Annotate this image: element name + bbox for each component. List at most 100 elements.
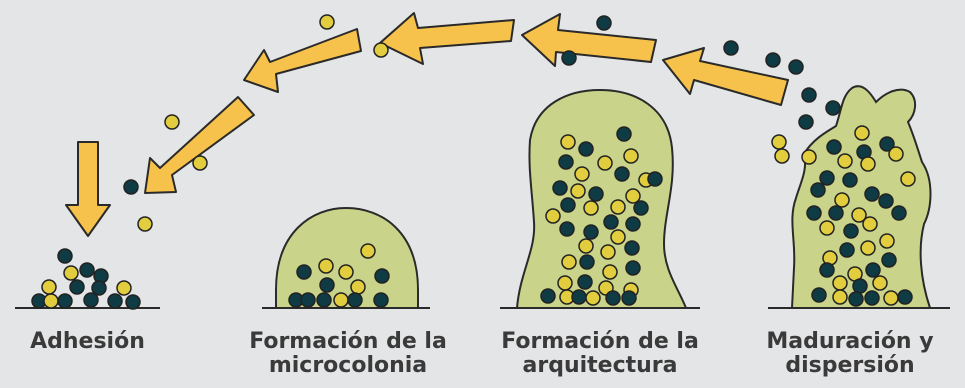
- bacterium-dark: [579, 254, 595, 270]
- bacterium-dark: [843, 223, 859, 239]
- bacterium-yellow: [600, 244, 616, 260]
- bacterium-dark: [596, 15, 612, 31]
- bacterium-yellow: [63, 265, 79, 281]
- bacterium-yellow: [43, 293, 59, 309]
- bacterium-yellow: [597, 155, 613, 171]
- label-line: Maduración y: [766, 329, 934, 354]
- bacterium-dark: [864, 186, 880, 202]
- bacterium-dark: [558, 154, 574, 170]
- bacterium-yellow: [574, 166, 590, 182]
- bacterium-dark: [123, 179, 139, 195]
- bacterium-yellow: [338, 264, 354, 280]
- bacterium-dark: [79, 262, 95, 278]
- bacterium-dark: [540, 288, 556, 304]
- bacterium-yellow: [41, 279, 57, 295]
- stage-label-adhesion: Adhesión: [0, 330, 175, 354]
- bacterium-dark: [583, 224, 599, 240]
- bacterium-dark: [865, 262, 881, 278]
- bacterium-dark: [811, 287, 827, 303]
- bacterium-dark: [605, 290, 621, 306]
- bacterium-yellow: [585, 290, 601, 306]
- bacterium-yellow: [561, 254, 577, 270]
- bacterium-dark: [624, 240, 640, 256]
- bacterium-yellow: [625, 188, 641, 204]
- bacterium-yellow: [116, 280, 132, 296]
- bacterium-yellow: [832, 289, 848, 305]
- bacterium-yellow: [900, 171, 916, 187]
- bacterium-yellow: [851, 207, 867, 223]
- bacterium-yellow: [888, 146, 904, 162]
- bacterium-yellow: [560, 134, 576, 150]
- label-line: dispersión: [785, 353, 915, 378]
- bacterium-yellow: [834, 192, 850, 208]
- arrow-down-icon: [65, 141, 111, 237]
- bacterium-yellow: [319, 14, 335, 30]
- bacterium-dark: [374, 268, 390, 284]
- bacterium-dark: [300, 292, 316, 308]
- bacterium-yellow: [837, 153, 853, 169]
- bacterium-dark: [560, 197, 576, 213]
- bacterium-yellow: [583, 200, 599, 216]
- bacterium-dark: [801, 87, 817, 103]
- bacterium-dark: [897, 289, 913, 305]
- bacterium-dark: [625, 216, 641, 232]
- label-line: Formación de la: [501, 329, 699, 354]
- bacterium-dark: [723, 40, 739, 56]
- bacterium-dark: [864, 290, 880, 306]
- bacterium-yellow: [819, 220, 835, 236]
- bacterium-yellow: [832, 275, 848, 291]
- arrow-curve-4-icon: [144, 96, 255, 194]
- bacterium-yellow: [578, 238, 594, 254]
- label-line: Formación de la: [249, 329, 447, 354]
- bacterium-yellow: [774, 148, 790, 164]
- bacterium-dark: [125, 294, 141, 310]
- bacterium-dark: [57, 293, 73, 309]
- bacterium-dark: [588, 186, 604, 202]
- arrow-curve-1-icon: [521, 13, 657, 67]
- bacterium-dark: [765, 52, 781, 68]
- bacterium-dark: [316, 292, 332, 308]
- bacterium-dark: [852, 278, 868, 294]
- bacterium-dark: [819, 170, 835, 186]
- bacterium-yellow: [862, 216, 878, 232]
- bacterium-dark: [577, 274, 593, 290]
- bacterium-dark: [826, 139, 842, 155]
- bacterium-dark: [825, 100, 841, 116]
- bacterium-dark: [616, 126, 632, 142]
- bacterium-yellow: [860, 156, 876, 172]
- bacterium-dark: [621, 290, 637, 306]
- bacterium-yellow: [333, 292, 349, 308]
- bacterium-dark: [552, 180, 568, 196]
- bacterium-dark: [881, 252, 897, 268]
- bacterium-yellow: [883, 290, 899, 306]
- bacterium-dark: [373, 292, 389, 308]
- bacterium-dark: [614, 166, 630, 182]
- bacteria-cells: [31, 14, 916, 310]
- bacterium-dark: [347, 292, 363, 308]
- bacterium-yellow: [350, 279, 366, 295]
- bacterium-dark: [83, 292, 99, 308]
- bacterium-dark: [603, 214, 619, 230]
- bacterium-dark: [848, 291, 864, 307]
- bacterium-dark: [91, 280, 107, 296]
- bacterium-dark: [891, 205, 907, 221]
- bacterium-yellow: [872, 275, 888, 291]
- bacterium-yellow: [801, 149, 817, 165]
- bacterium-dark: [69, 279, 85, 295]
- bacterium-yellow: [610, 229, 626, 245]
- bacterium-dark: [842, 172, 858, 188]
- bacterium-dark: [810, 182, 826, 198]
- bacterium-dark: [788, 59, 804, 75]
- stage-label-microcolonia: Formación de la microcolonia: [228, 330, 468, 378]
- bacterium-dark: [57, 248, 73, 264]
- bacterium-yellow: [610, 199, 626, 215]
- bacterium-dark: [633, 200, 649, 216]
- bacterium-yellow: [602, 264, 618, 280]
- bacterium-yellow: [860, 240, 876, 256]
- bacterium-dark: [319, 277, 335, 293]
- arrow-curve-2-icon: [379, 12, 515, 65]
- stage-label-maduracion: Maduración y dispersión: [740, 330, 960, 378]
- bacterium-dark: [559, 221, 575, 237]
- label-line: arquitectura: [522, 353, 678, 378]
